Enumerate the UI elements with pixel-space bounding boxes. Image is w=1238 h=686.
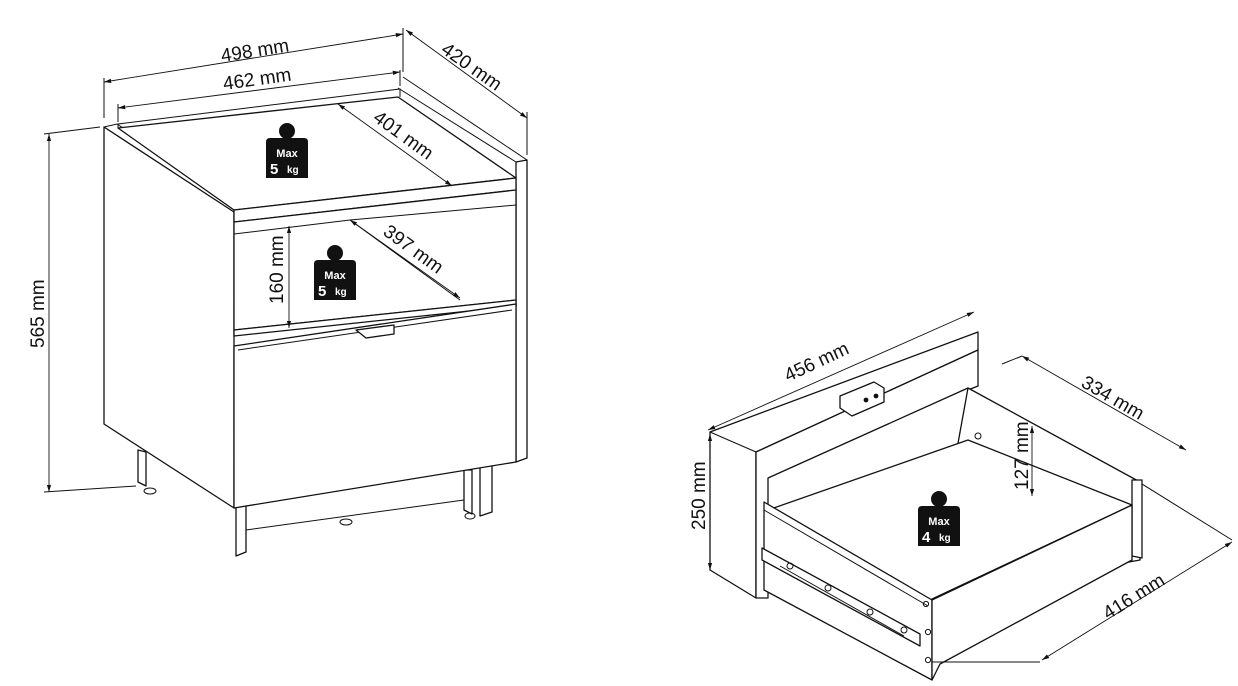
side-panel-right <box>515 159 528 463</box>
dim-line-401 <box>337 103 453 187</box>
weight-max-label: Max <box>928 516 950 528</box>
weight-icon: Max 5 kg <box>266 123 308 178</box>
leg-front-right <box>479 461 493 517</box>
dim-label-depth: 420 mm <box>437 39 505 96</box>
weight-unit: kg <box>287 165 299 176</box>
weight-max-label: Max <box>276 148 298 160</box>
dim-label-drawer-inner-height: 127 mm <box>1012 421 1033 490</box>
dim-label-drawer-width: 456 mm <box>781 338 852 386</box>
leg-back-right <box>463 469 473 515</box>
foot-back <box>143 487 157 495</box>
dim-line-334 <box>1021 355 1187 451</box>
runner-track <box>779 565 905 637</box>
dim-label-shelf-height: 160 mm <box>267 235 288 304</box>
screw-icon <box>900 626 908 634</box>
dim-line-462 <box>117 70 401 110</box>
leg-back-left <box>137 449 147 487</box>
dim-ext-565-top <box>43 126 101 135</box>
drawer-front-edge <box>709 431 757 453</box>
dim-label-width-outer: 498 mm <box>219 35 290 66</box>
dim-line-456 <box>707 311 975 431</box>
weight-icon: Max 5 kg <box>314 245 356 300</box>
dim-ext-416-top <box>1141 483 1233 541</box>
weight-unit: kg <box>335 287 347 298</box>
dim-ext-334 <box>1001 355 1023 365</box>
dim-label-drawer-inner-depth: 334 mm <box>1078 372 1148 425</box>
dim-line-416 <box>1041 541 1233 661</box>
screw-icon <box>866 608 874 616</box>
weight-unit: kg <box>939 533 951 544</box>
dim-label-drawer-height: 250 mm <box>689 461 710 530</box>
drawer-side-left-top <box>763 509 929 607</box>
screw-icon <box>922 600 930 608</box>
hole-icon <box>974 432 982 440</box>
weight-value: 4 <box>922 529 931 546</box>
screw-icon <box>873 393 879 399</box>
dim-ext-565-bottom <box>43 485 137 493</box>
drawer-drawing: 456 mm 250 mm 334 mm 127 mm 416 mm Max 4… <box>689 311 1233 681</box>
nightstand-drawing: 498 mm 462 mm 420 mm 401 mm 397 mm 160 m… <box>28 28 528 557</box>
base-rail <box>245 499 465 531</box>
weight-value: 5 <box>270 161 278 178</box>
drawer-runner <box>761 547 921 647</box>
weight-icon: Max 4 kg <box>918 491 960 546</box>
screw-icon <box>786 562 794 570</box>
drawer-side-right-edge <box>1131 479 1143 559</box>
drawer-front <box>233 303 517 509</box>
dim-label-drawer-depth: 416 mm <box>1100 570 1169 624</box>
dim-line-397 <box>349 219 461 299</box>
screw-icon <box>924 628 932 636</box>
foot-right <box>464 512 476 520</box>
screw-icon <box>924 656 932 664</box>
leg-front-left <box>235 503 247 557</box>
dim-line-420 <box>405 29 528 119</box>
drawer-handle[interactable] <box>355 324 395 339</box>
screw-icon <box>863 397 869 403</box>
weight-value: 5 <box>318 283 326 300</box>
foot-center <box>339 518 353 526</box>
screw-icon <box>824 584 832 592</box>
weight-max-label: Max <box>324 270 346 282</box>
dim-label-height: 565 mm <box>28 279 49 348</box>
